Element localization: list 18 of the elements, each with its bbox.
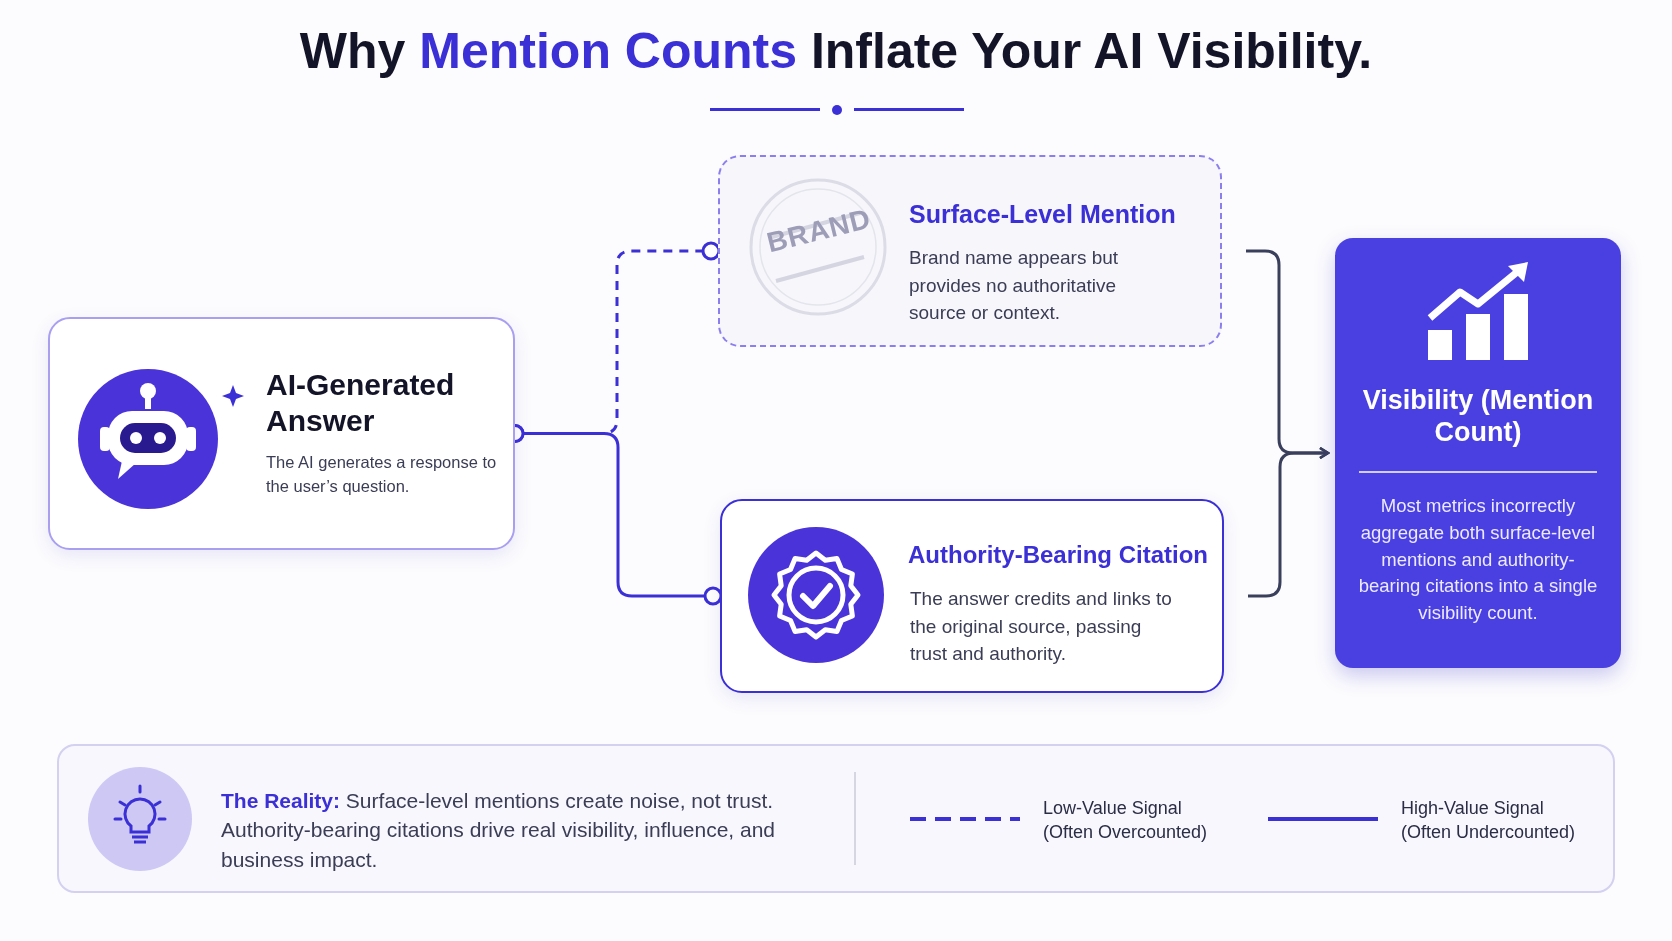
stamp-text: BRAND	[763, 202, 875, 260]
connector	[1248, 446, 1330, 598]
card-description: The AI generates a response to the user’s question.	[266, 452, 498, 497]
process-card	[720, 499, 1224, 693]
card-heading: Visibility (Mention Count)	[1361, 384, 1595, 449]
note-text: The Reality: Surface-level mentions create noise, not trust. Authority-bearing citations drive real visibility, influence, and business impact.	[221, 788, 777, 873]
card-description: Most metrics incorrectly aggregate both surface-level mentions and authority-bearing citations into a single visibility count.	[1357, 494, 1599, 626]
card-heading: Surface-Level Mention	[909, 199, 1177, 229]
card-heading: AI-Generated Answer	[266, 367, 456, 439]
process-card	[48, 317, 515, 550]
result-card	[1335, 238, 1621, 668]
card-description: The answer credits and links to the original source, passing trust and authority.	[910, 587, 1173, 667]
legend-label: Low-Value Signal (Often Overcounted)	[1043, 797, 1209, 845]
title: Why Mention Counts Inflate Your AI Visibility.	[298, 22, 1374, 80]
card-description: Brand name appears but provides no authoritative source or context.	[909, 246, 1120, 326]
process-card	[718, 155, 1222, 347]
legend-label: High-Value Signal (Often Undercounted)	[1401, 797, 1576, 845]
card-heading: Authority-Bearing Citation	[908, 541, 1209, 570]
